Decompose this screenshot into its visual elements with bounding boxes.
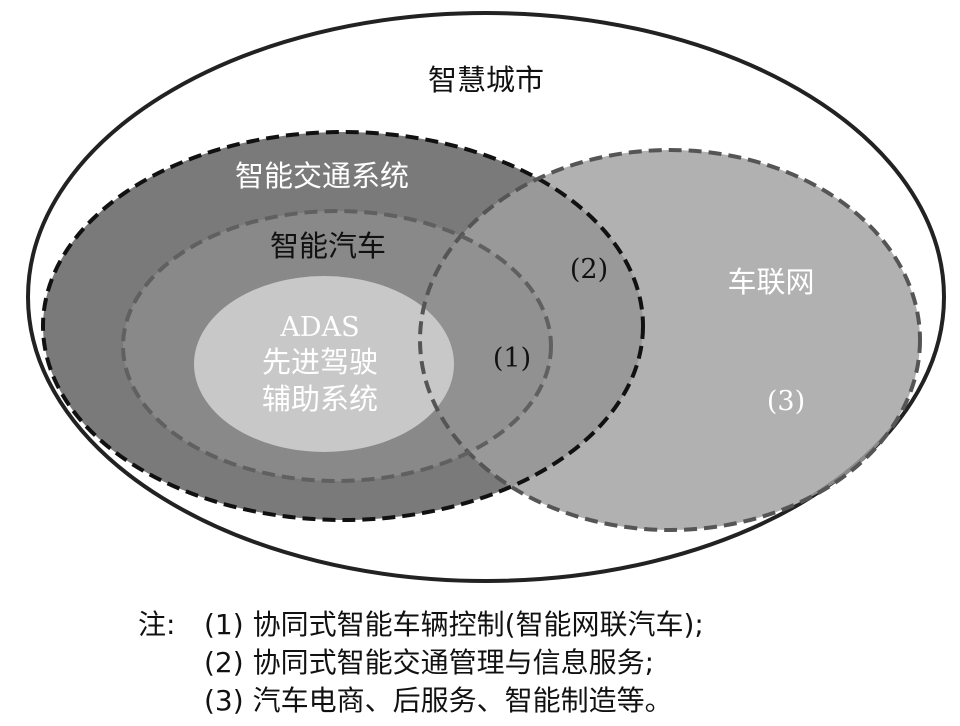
note-text-1: (1) 协同式智能车辆控制(智能网联汽车); (204, 608, 704, 641)
smart-car-outline (121, 209, 553, 483)
note-line-2: (2) 协同式智能交通管理与信息服务; (138, 644, 938, 682)
adas-ellipse (194, 276, 454, 452)
notes-block: 注: (1) 协同式智能车辆控制(智能网联汽车); (2) 协同式智能交通管理与信… (138, 606, 938, 720)
adas-label-line1: ADAS (279, 312, 359, 343)
note-line-3: (3) 汽车电商、后服务、智能制造等。 (138, 682, 938, 720)
iov-ellipse (420, 150, 920, 530)
region-2-marker: (2) (570, 254, 608, 285)
its-outline (41, 130, 645, 522)
note-line-1: 注: (1) 协同式智能车辆控制(智能网联汽车); (138, 606, 938, 644)
region-3-marker: (3) (767, 386, 805, 417)
region-1-marker: (1) (493, 343, 531, 374)
iov-label: 车联网 (727, 265, 814, 299)
smart-city-label: 智慧城市 (428, 63, 544, 97)
its-label: 智能交通系统 (235, 159, 409, 193)
iov-outline (418, 148, 922, 532)
note-text-3: (3) 汽车电商、后服务、智能制造等。 (204, 684, 673, 717)
adas-label-line3: 辅助系统 (262, 382, 378, 416)
smart-car-label: 智能汽车 (270, 229, 386, 263)
note-prefix: 注: (138, 608, 176, 641)
note-text-2: (2) 协同式智能交通管理与信息服务; (204, 646, 654, 679)
adas-label-line2: 先进驾驶 (262, 345, 378, 379)
